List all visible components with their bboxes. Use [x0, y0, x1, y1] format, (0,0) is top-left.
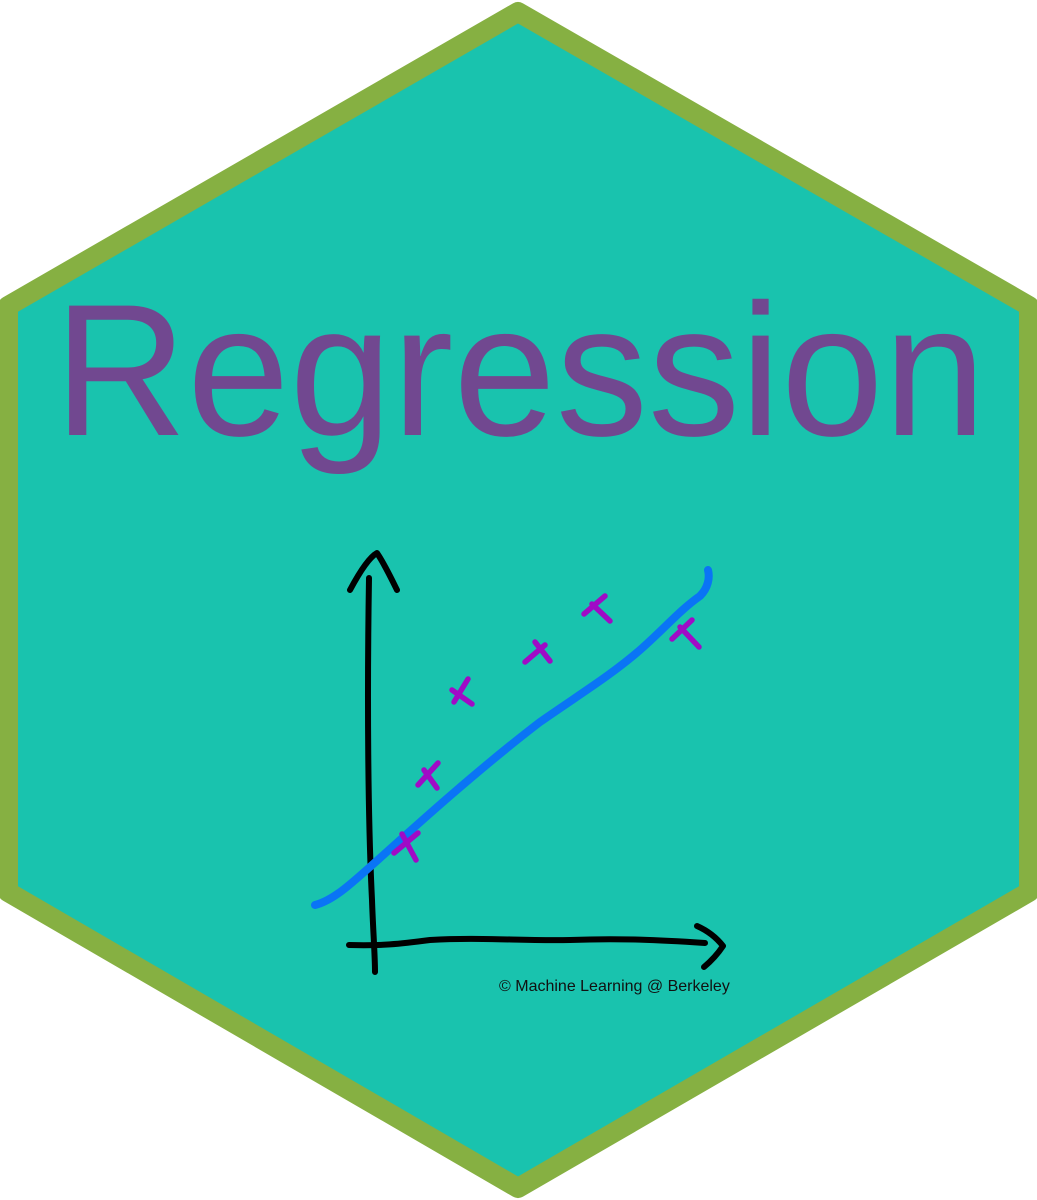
data-point — [522, 639, 553, 665]
x-axis — [346, 935, 708, 949]
data-point — [669, 617, 702, 650]
fit-line — [311, 566, 713, 909]
x-axis-arrowhead — [694, 923, 726, 970]
y-axis-arrowhead — [347, 550, 400, 593]
data-point — [391, 830, 421, 863]
copyright-credit: © Machine Learning @ Berkeley — [499, 978, 730, 995]
sticker-title: Regression — [54, 265, 986, 475]
data-points — [391, 593, 702, 863]
data-point — [415, 760, 441, 791]
data-point — [449, 676, 475, 707]
data-point — [581, 593, 613, 624]
regression-sketch-icon — [311, 550, 726, 975]
